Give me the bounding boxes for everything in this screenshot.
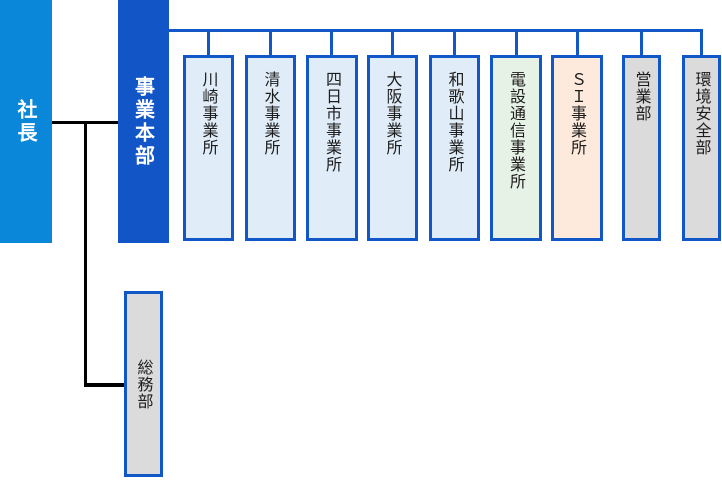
dept-box-kawasaki: 川崎事業所 — [183, 55, 234, 241]
connector-stub-kawasaki — [207, 29, 210, 55]
dept-box-soumu: 総務部 — [124, 291, 163, 477]
dept-label-yokkaichi: 四日市事業所 — [323, 71, 342, 173]
president-box: 社長 — [0, 0, 52, 243]
connector-stub-shimizu — [269, 29, 272, 55]
connector-stub-yokkaichi — [330, 29, 333, 55]
dept-label-osaka: 大阪事業所 — [383, 71, 403, 156]
dept-box-shimizu: 清水事業所 — [245, 55, 296, 241]
president-label: 社長 — [14, 98, 38, 145]
dept-label-wakayama: 和歌山事業所 — [445, 71, 465, 173]
connector-stub-eigyo — [640, 29, 643, 55]
dept-box-eigyo: 営業部 — [622, 55, 661, 241]
dept-box-si: ＳＩ事業所 — [551, 55, 603, 241]
dept-label-kankyo-anzen: 環境安全部 — [692, 71, 712, 156]
business-hq-label: 事業本部 — [131, 75, 156, 168]
dept-label-eigyo: 営業部 — [632, 71, 652, 122]
dept-label-shimizu: 清水事業所 — [261, 71, 281, 156]
dept-box-densetsu-tsushin: 電設通信事業所 — [490, 55, 542, 241]
dept-box-wakayama: 和歌山事業所 — [429, 55, 480, 241]
dept-label-kawasaki: 川崎事業所 — [199, 71, 219, 156]
dept-box-osaka: 大阪事業所 — [367, 55, 418, 241]
dept-label-soumu: 総務部 — [134, 358, 154, 410]
connector-stub-si — [576, 29, 579, 55]
connector-soumu-arm — [84, 383, 124, 387]
connector-stub-densetsu — [515, 29, 518, 55]
connector-president-drop — [84, 121, 87, 387]
dept-label-densetsu-tsushin: 電設通信事業所 — [507, 71, 526, 190]
dept-box-kankyo-anzen: 環境安全部 — [682, 55, 721, 241]
dept-label-si: ＳＩ事業所 — [568, 71, 587, 156]
business-hq-box: 事業本部 — [118, 0, 169, 243]
connector-stub-osaka — [391, 29, 394, 55]
connector-hq-rail — [169, 29, 703, 32]
connector-stub-wakayama — [453, 29, 456, 55]
dept-box-yokkaichi: 四日市事業所 — [306, 55, 358, 241]
connector-stub-kankyo — [700, 29, 703, 55]
